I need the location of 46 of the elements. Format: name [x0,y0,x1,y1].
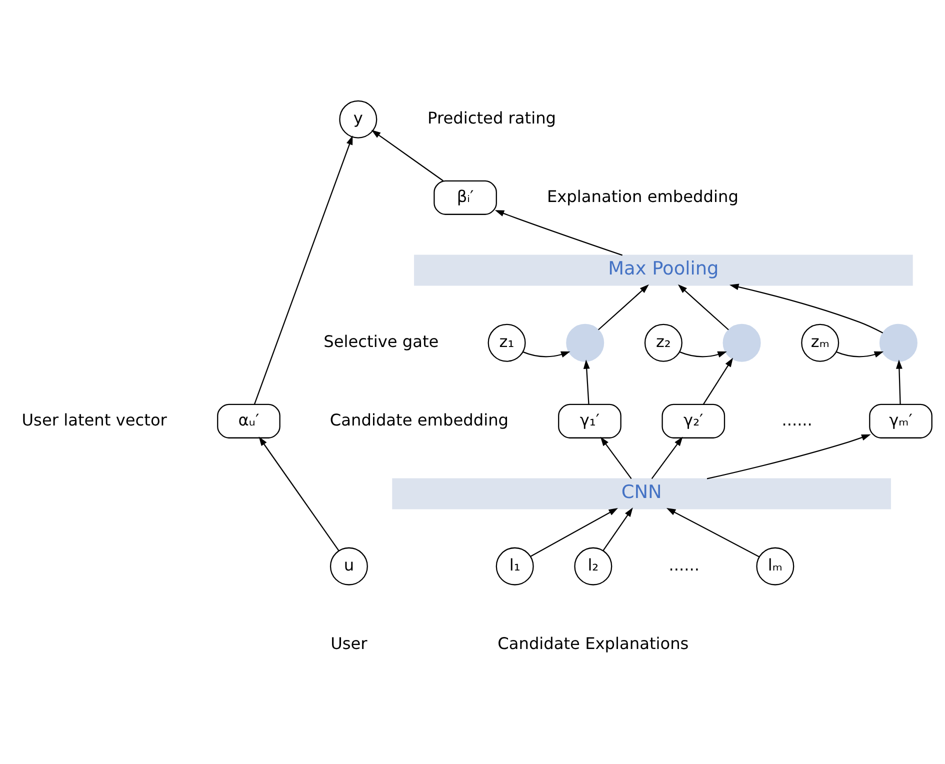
node-circle: lₘ [756,547,794,586]
arrow [666,508,760,558]
node-circle [566,324,604,362]
arrow [258,436,340,551]
label: ...... [668,556,700,575]
label: ...... [782,410,812,430]
arrow [371,130,444,182]
node-circle: l₁ [496,547,534,586]
node-circle [879,324,918,362]
node-label: Predicted rating [428,108,556,128]
node-label: Selective gate [324,332,439,352]
node-label: Explanation embedding [546,186,738,206]
node-circle: u [330,547,368,586]
node-label: User [330,634,368,653]
node-box: γ₂′ [662,404,726,438]
arrow [896,360,902,404]
node-circle: z₂ [644,324,682,362]
arrow [522,351,570,358]
node-box: γₘ′ [869,404,932,438]
node-circle [722,324,761,362]
node-box: Max Pooling [414,254,913,286]
node-box: γ₁′ [558,404,622,438]
arrow [583,360,590,404]
label: Candidate Explanations [498,634,689,653]
arrow [602,508,633,551]
node-circle: zₘ [801,324,840,362]
node-box: CNN [392,478,891,510]
arrow [836,351,884,358]
node-label: Candidate embedding [330,410,509,430]
arrow [254,135,353,405]
arrow [678,284,729,330]
arrow [729,284,884,334]
node-box: βᵢ′ [434,180,497,215]
node-circle: y [339,100,378,138]
node-circle: l₂ [574,547,612,586]
arrow [530,508,618,557]
arrow [651,436,683,480]
arrow [706,434,871,480]
arrow [494,210,623,256]
node-label: User latent vector [22,410,167,430]
arrow [598,284,649,330]
arrow [600,436,632,480]
node-box: αᵤ′ [217,404,280,438]
node-circle: z₁ [488,324,526,362]
arrow [702,358,734,405]
arrow [679,351,727,358]
